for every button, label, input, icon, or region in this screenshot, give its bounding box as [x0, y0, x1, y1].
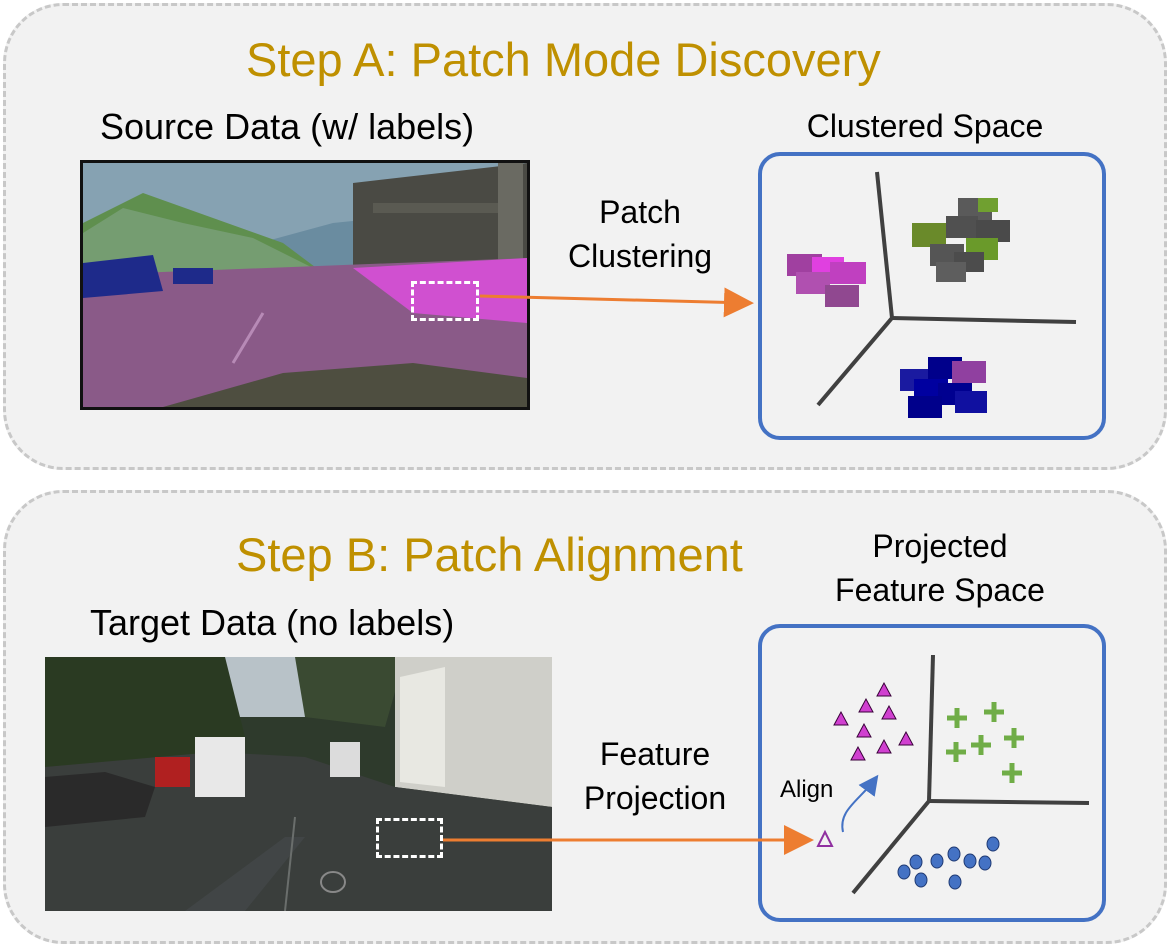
projected-space-title: Projected Feature Space [775, 524, 1105, 612]
target-scene-graphic [45, 657, 552, 911]
target-patch-box [376, 818, 443, 858]
source-patch-box [411, 281, 479, 321]
projected-space-box [758, 624, 1106, 922]
target-image [45, 657, 552, 911]
align-label: Align [780, 776, 834, 803]
target-data-label: Target Data (no labels) [90, 602, 455, 643]
source-data-label: Source Data (w/ labels) [100, 106, 475, 147]
projected-space-title-line1: Projected [872, 528, 1008, 564]
patch-clustering-line1: Patch [599, 194, 681, 230]
step-a-title: Step A: Patch Mode Discovery [246, 33, 881, 86]
clustered-space-box [758, 152, 1106, 440]
projected-space-title-line2: Feature Space [835, 572, 1045, 608]
source-scene-graphic [83, 163, 527, 407]
step-b-title: Step B: Patch Alignment [236, 528, 743, 581]
source-image [80, 160, 530, 410]
feature-projection-line1: Feature [599, 736, 711, 772]
feature-projection-label: Feature Projection [555, 732, 755, 820]
patch-clustering-line2: Clustering [567, 238, 713, 274]
feature-projection-line2: Projection [583, 780, 727, 816]
clustered-space-title: Clustered Space [806, 108, 1044, 144]
patch-clustering-label: Patch Clustering [540, 190, 740, 278]
